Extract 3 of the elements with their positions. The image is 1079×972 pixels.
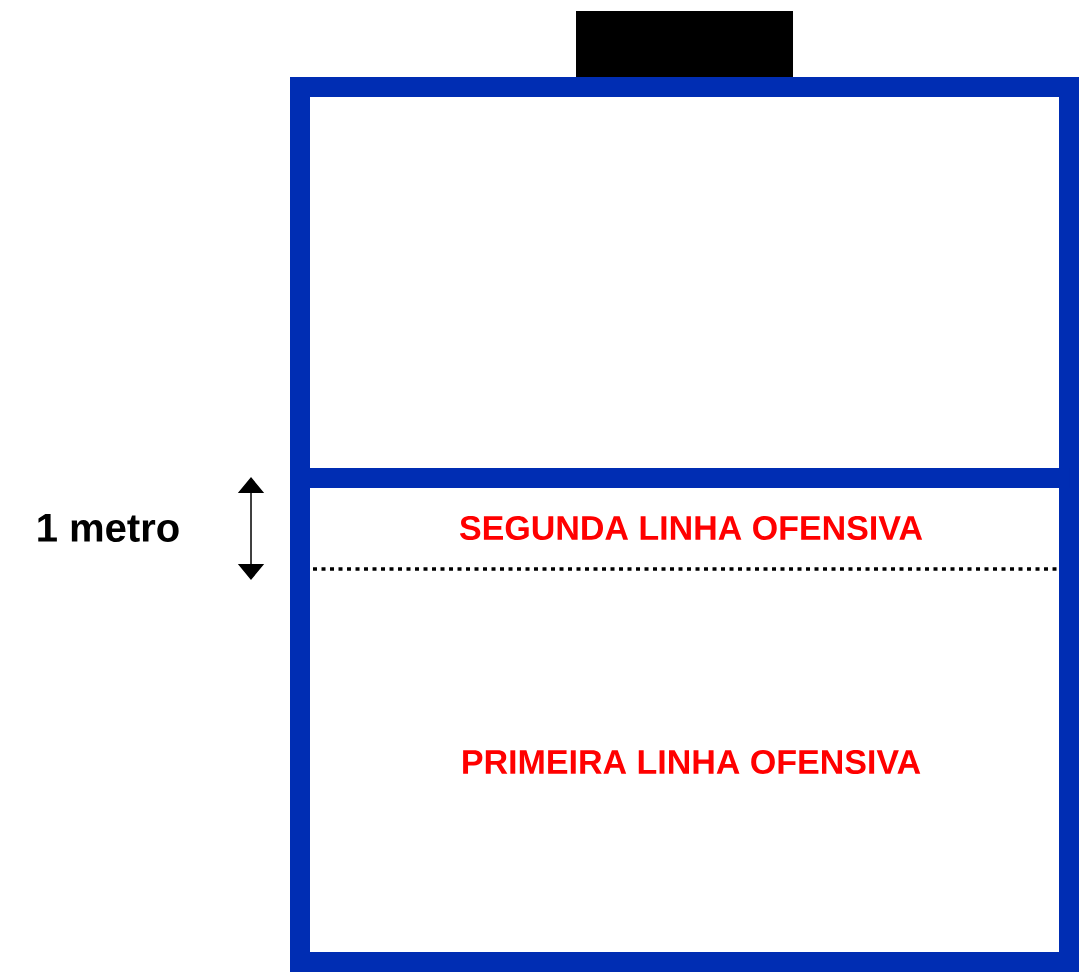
zone-label: SEGUNDA LINHA OFENSIVA <box>459 515 923 541</box>
dimension-label: 1 metro <box>38 514 179 542</box>
zone-label: PRIMEIRA LINHA OFENSIVA <box>463 749 921 775</box>
